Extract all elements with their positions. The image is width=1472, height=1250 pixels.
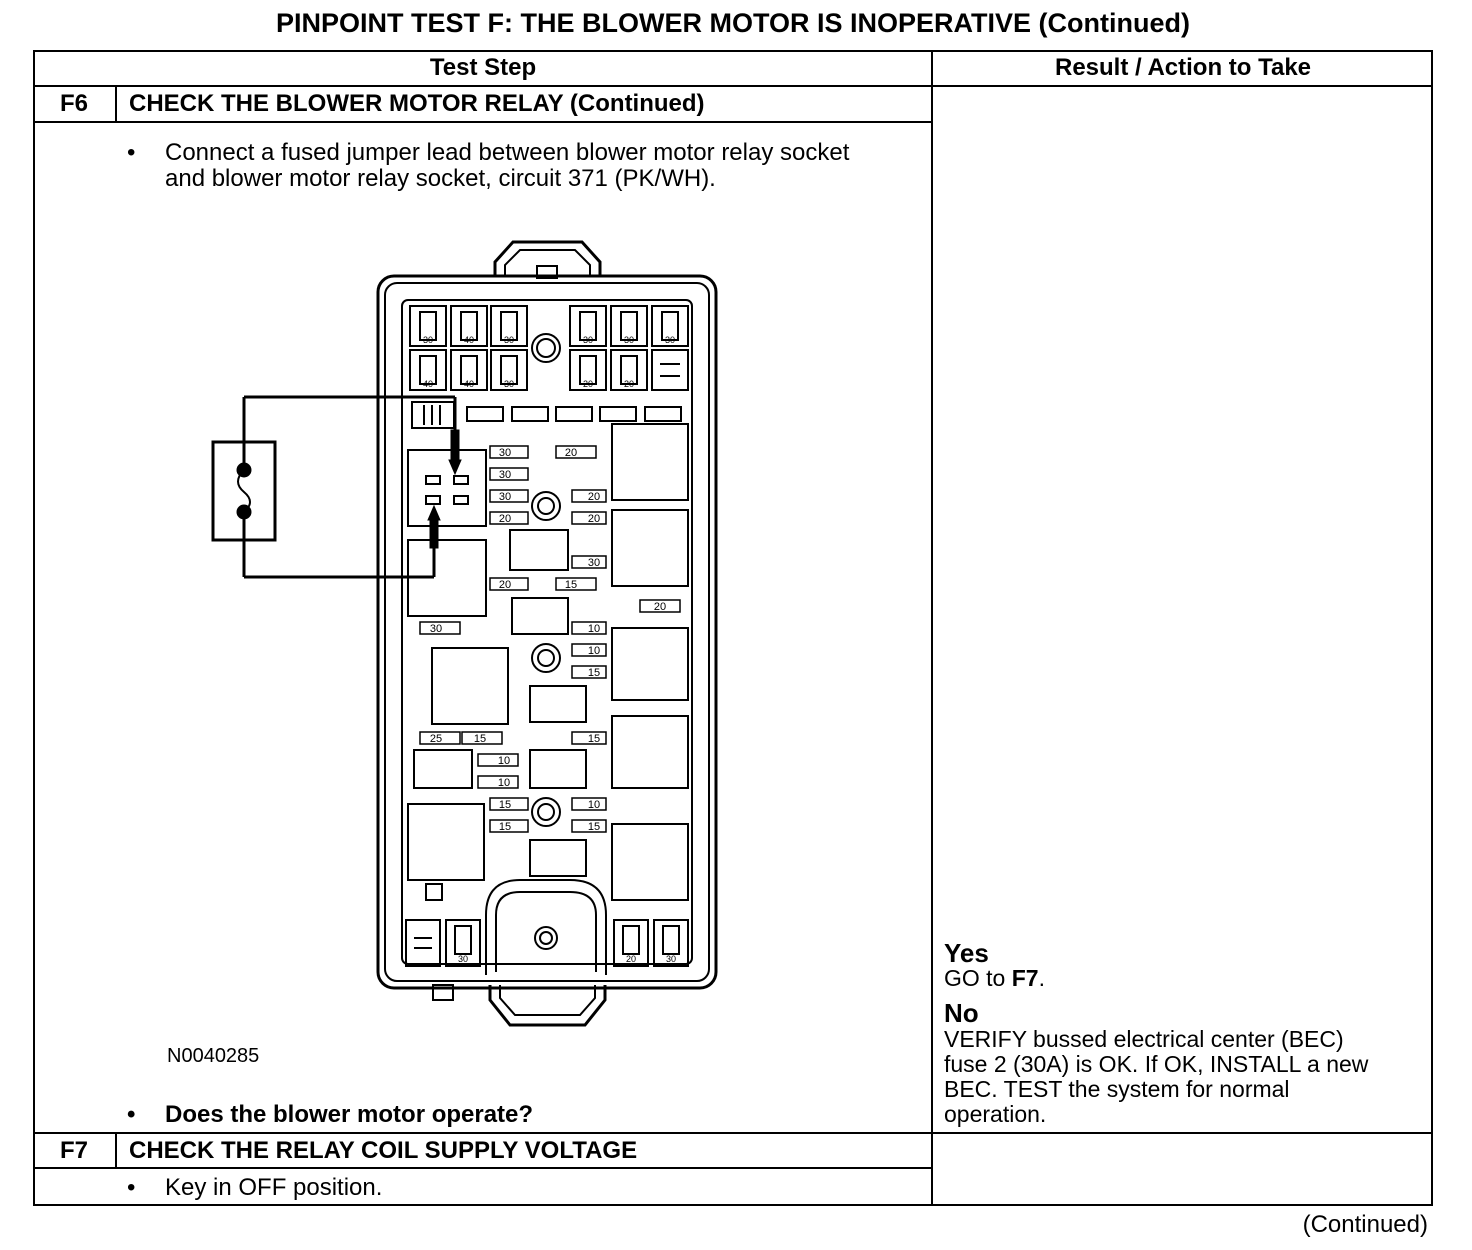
svg-text:15: 15: [499, 821, 511, 833]
fuse-label: 30: [583, 335, 593, 345]
svg-text:20: 20: [499, 579, 511, 591]
header-result-action: Result / Action to Take: [1054, 54, 1312, 81]
svg-text:30: 30: [499, 469, 511, 481]
rule-f6-bottom: [33, 1132, 1433, 1134]
fused-jumper-lead: [211, 395, 457, 579]
instruction-line-2: and blower motor relay socket, circuit 3…: [165, 165, 716, 192]
bullet-dot: •: [127, 139, 136, 166]
fuse-label: 40: [464, 379, 474, 389]
svg-text:30: 30: [499, 491, 511, 503]
result-yes-action: GO to F7.: [944, 965, 1045, 991]
fuse-label: 30: [504, 335, 514, 345]
rule-f7-title-bottom: [33, 1167, 933, 1169]
step-id-f6: F6: [59, 90, 88, 117]
svg-text:10: 10: [588, 799, 600, 811]
svg-text:30: 30: [458, 954, 468, 964]
rule-header-bottom: [33, 85, 1433, 87]
fuse-box-diagram: 30 40 30 30 30 30 40 40 30 20 20: [211, 240, 718, 1027]
svg-text:20: 20: [654, 601, 666, 613]
bullet-dot: •: [127, 1174, 136, 1201]
rule-f6-title-bottom: [33, 121, 933, 123]
svg-text:30: 30: [666, 954, 676, 964]
yes-action-target: F7: [1011, 965, 1039, 991]
test-table: [33, 50, 1433, 1206]
fuse-label: 40: [464, 335, 474, 345]
svg-text:30: 30: [588, 557, 600, 569]
svg-text:20: 20: [588, 491, 600, 503]
svg-text:10: 10: [588, 623, 600, 635]
svg-text:10: 10: [498, 755, 510, 767]
rule-column-divider: [931, 50, 933, 1206]
page-title: PINPOINT TEST F: THE BLOWER MOTOR IS INO…: [276, 8, 1190, 38]
svg-text:15: 15: [499, 799, 511, 811]
svg-text:10: 10: [588, 645, 600, 657]
fuse-label: 20: [583, 379, 593, 389]
step-title-f6: CHECK THE BLOWER MOTOR RELAY (Continued): [129, 90, 705, 117]
instruction-bullet: • Connect a fused jumper lead between bl…: [127, 140, 917, 192]
no-action-line: VERIFY bussed electrical center (BEC): [944, 1026, 1344, 1052]
rule-f6-id-divider: [115, 85, 117, 122]
header-test-step: Test Step: [429, 54, 537, 81]
instruction-line-1: Connect a fused jumper lead between blow…: [165, 139, 850, 166]
fuse-label: 40: [423, 379, 433, 389]
fuse-label: 30: [504, 379, 514, 389]
instruction-bullet: • Key in OFF position.: [127, 1175, 917, 1201]
question-bullet: • Does the blower motor operate?: [127, 1102, 917, 1128]
fuse-label: 30: [665, 335, 675, 345]
no-action-line: fuse 2 (30A) is OK. If OK, INSTALL a new: [944, 1051, 1369, 1077]
rule-f7-id-divider: [115, 1132, 117, 1168]
fuse-label: 20: [624, 379, 634, 389]
svg-text:15: 15: [588, 667, 600, 679]
svg-text:25: 25: [430, 733, 442, 745]
svg-text:15: 15: [588, 821, 600, 833]
probe-tips: [236, 429, 462, 549]
svg-text:20: 20: [588, 513, 600, 525]
no-action-line: BEC. TEST the system for normal: [944, 1076, 1290, 1102]
step-id-f7: F7: [59, 1137, 88, 1164]
svg-text:10: 10: [498, 777, 510, 789]
svg-text:15: 15: [565, 579, 577, 591]
svg-text:20: 20: [565, 447, 577, 459]
svg-text:20: 20: [499, 513, 511, 525]
fuse-label: 30: [624, 335, 634, 345]
result-no-action: VERIFY bussed electrical center (BEC) fu…: [944, 1027, 1434, 1127]
result-yes-label: Yes: [944, 938, 989, 968]
svg-text:30: 30: [430, 623, 442, 635]
yes-action-prefix: GO to: [944, 965, 1006, 991]
svg-text:20: 20: [626, 954, 636, 964]
instruction-text: Key in OFF position.: [165, 1174, 383, 1201]
continued-footer: (Continued): [1302, 1211, 1428, 1238]
svg-text:15: 15: [588, 733, 600, 745]
fuse-label: 30: [423, 335, 433, 345]
result-no-label: No: [944, 998, 979, 1028]
svg-text:30: 30: [499, 447, 511, 459]
figure-id: N0040285: [167, 1045, 260, 1067]
question-text: Does the blower motor operate?: [165, 1101, 534, 1128]
step-title-f7: CHECK THE RELAY COIL SUPPLY VOLTAGE: [129, 1137, 638, 1164]
no-action-line: operation.: [944, 1101, 1047, 1127]
svg-text:15: 15: [474, 733, 486, 745]
bullet-dot: •: [127, 1101, 136, 1128]
